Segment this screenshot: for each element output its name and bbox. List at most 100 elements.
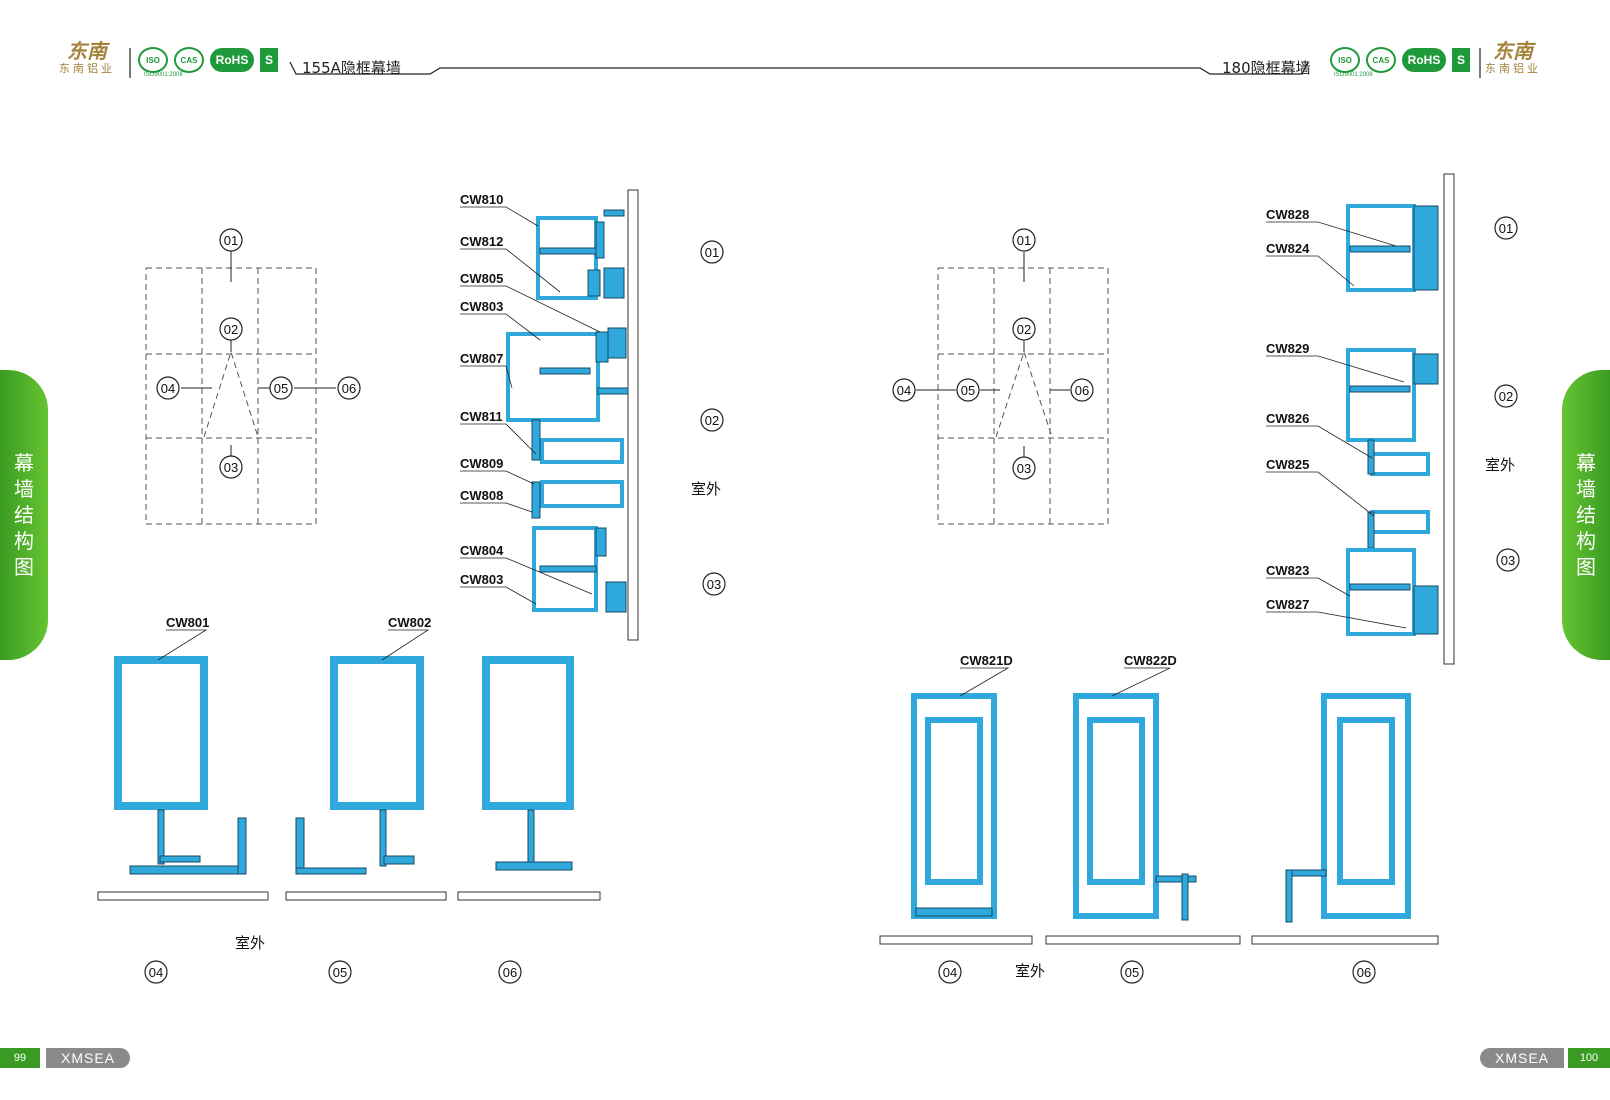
grid-marker-label: 06 [1075, 383, 1089, 398]
cnas-badge: CAS [174, 47, 204, 73]
section-marker-label: 01 [1499, 221, 1513, 236]
grid-marker-label: 02 [224, 322, 238, 337]
left-bottom-markers [144, 960, 522, 984]
profile-label: CW829 [1266, 341, 1309, 356]
profile-label: CW804 [460, 543, 504, 558]
profile-label: CW801 [166, 615, 209, 630]
left-grid-leaders [181, 251, 336, 458]
profile-label: CW821D [960, 653, 1013, 668]
page-number-left: 99 [0, 1048, 40, 1068]
profile-label: CW803 [460, 572, 503, 587]
profile-label: CW807 [460, 351, 503, 366]
right-horizontal-sections [911, 693, 1411, 923]
side-tab-char: 结 [14, 503, 34, 527]
logo-mark: 东南 [1493, 39, 1533, 63]
profile-label: CW828 [1266, 207, 1309, 222]
outside-label: 室外 [691, 481, 721, 498]
outside-label: 室外 [1485, 457, 1515, 474]
left-section-markers [700, 240, 726, 596]
section-marker-label: 01 [705, 245, 719, 260]
side-tab-right: 幕 墙 结 构 图 [1562, 370, 1610, 660]
bottom-marker-label: 04 [943, 965, 957, 980]
right-section-leaders [1266, 221, 1407, 629]
s-mark-badge: S [260, 48, 278, 72]
logo-mark: 东南 [67, 39, 107, 63]
left-vertical-section [506, 189, 639, 641]
profile-label: CW825 [1266, 457, 1309, 472]
side-tab-char: 结 [1576, 503, 1596, 527]
side-tab-char: 幕 [1576, 451, 1596, 475]
profile-label: CW812 [460, 234, 503, 249]
section-marker-label: 02 [1499, 389, 1513, 404]
footer-brand-left: XMSEA [46, 1048, 130, 1068]
profile-label: CW822D [1124, 653, 1177, 668]
right-bottom-leaders [959, 667, 1171, 697]
side-tab-left: 幕 墙 结 构 图 [0, 370, 48, 660]
page-number: 99 [13, 1052, 27, 1064]
grid-marker-label: 03 [1017, 461, 1031, 476]
profile-label: CW811 [460, 409, 503, 424]
side-tab-char: 墙 [1576, 477, 1596, 501]
grid-marker-label: 04 [897, 383, 911, 398]
left-grid [145, 267, 317, 525]
outside-label: 室外 [235, 935, 265, 952]
bottom-marker-label: 04 [149, 965, 163, 980]
side-tab-char: 图 [14, 555, 34, 579]
page-number-right: 100 [1568, 1048, 1610, 1068]
header-rule [129, 48, 1481, 78]
grid-marker-label: 02 [1017, 322, 1031, 337]
cert-badges-right: ISO CAS RoHS S [1330, 47, 1470, 73]
profile-label: CW805 [460, 271, 503, 286]
right-section-markers [1494, 216, 1520, 572]
profile-label: CW824 [1266, 241, 1310, 256]
right-wall-strips [879, 935, 1439, 945]
profile-label: CW827 [1266, 597, 1309, 612]
page-number: 100 [1579, 1052, 1599, 1064]
s-mark-badge: S [1452, 48, 1470, 72]
profile-label: CW808 [460, 488, 503, 503]
footer-brand-right: XMSEA [1480, 1048, 1564, 1068]
brand-logo-right: 东南 东南铝业 [1478, 40, 1548, 76]
profile-label: CW826 [1266, 411, 1309, 426]
grid-marker-label: 03 [224, 460, 238, 475]
right-vertical-section [1346, 173, 1455, 665]
profile-label: CW810 [460, 192, 503, 207]
left-horizontal-sections [114, 656, 574, 875]
section-marker-label: 02 [705, 413, 719, 428]
profile-label: CW803 [460, 299, 503, 314]
grid-marker-label: 05 [274, 381, 288, 396]
bottom-marker-label: 05 [333, 965, 347, 980]
side-tab-char: 构 [14, 529, 34, 553]
profile-label: CW809 [460, 456, 503, 471]
grid-marker-label: 01 [1017, 233, 1031, 248]
left-section-title: 155A隐框幕墙 [302, 59, 401, 77]
rohs-badge: RoHS [210, 48, 254, 72]
logo-name: 东南铝业 [1485, 62, 1541, 75]
left-bottom-leaders [157, 629, 430, 661]
side-tab-char: 构 [1576, 529, 1596, 553]
cert-badges-left: ISO CAS RoHS S [138, 47, 278, 73]
iso-badge-icon: ISO [1330, 47, 1360, 73]
outside-label: 室外 [1015, 963, 1045, 980]
grid-marker-label: 06 [342, 381, 356, 396]
bottom-marker-label: 06 [503, 965, 517, 980]
section-marker-label: 03 [707, 577, 721, 592]
rohs-badge: RoHS [1402, 48, 1446, 72]
section-marker-label: 03 [1501, 553, 1515, 568]
side-tab-char: 墙 [14, 477, 34, 501]
grid-marker-label: 04 [161, 381, 175, 396]
bottom-marker-label: 05 [1125, 965, 1139, 980]
grid-marker-label: 01 [224, 233, 238, 248]
right-bottom-markers [938, 960, 1376, 984]
right-grid-markers [892, 228, 1094, 480]
side-tab-char: 图 [1576, 555, 1596, 579]
side-tab-char: 幕 [14, 451, 34, 475]
grid-marker-label: 05 [961, 383, 975, 398]
cnas-badge: CAS [1366, 47, 1396, 73]
right-grid-leaders [916, 252, 1070, 458]
logo-name: 东南铝业 [59, 62, 115, 75]
iso-text-right: ISO9001:2008 [1334, 72, 1373, 78]
left-grid-markers [156, 228, 361, 479]
profile-label: CW823 [1266, 563, 1309, 578]
